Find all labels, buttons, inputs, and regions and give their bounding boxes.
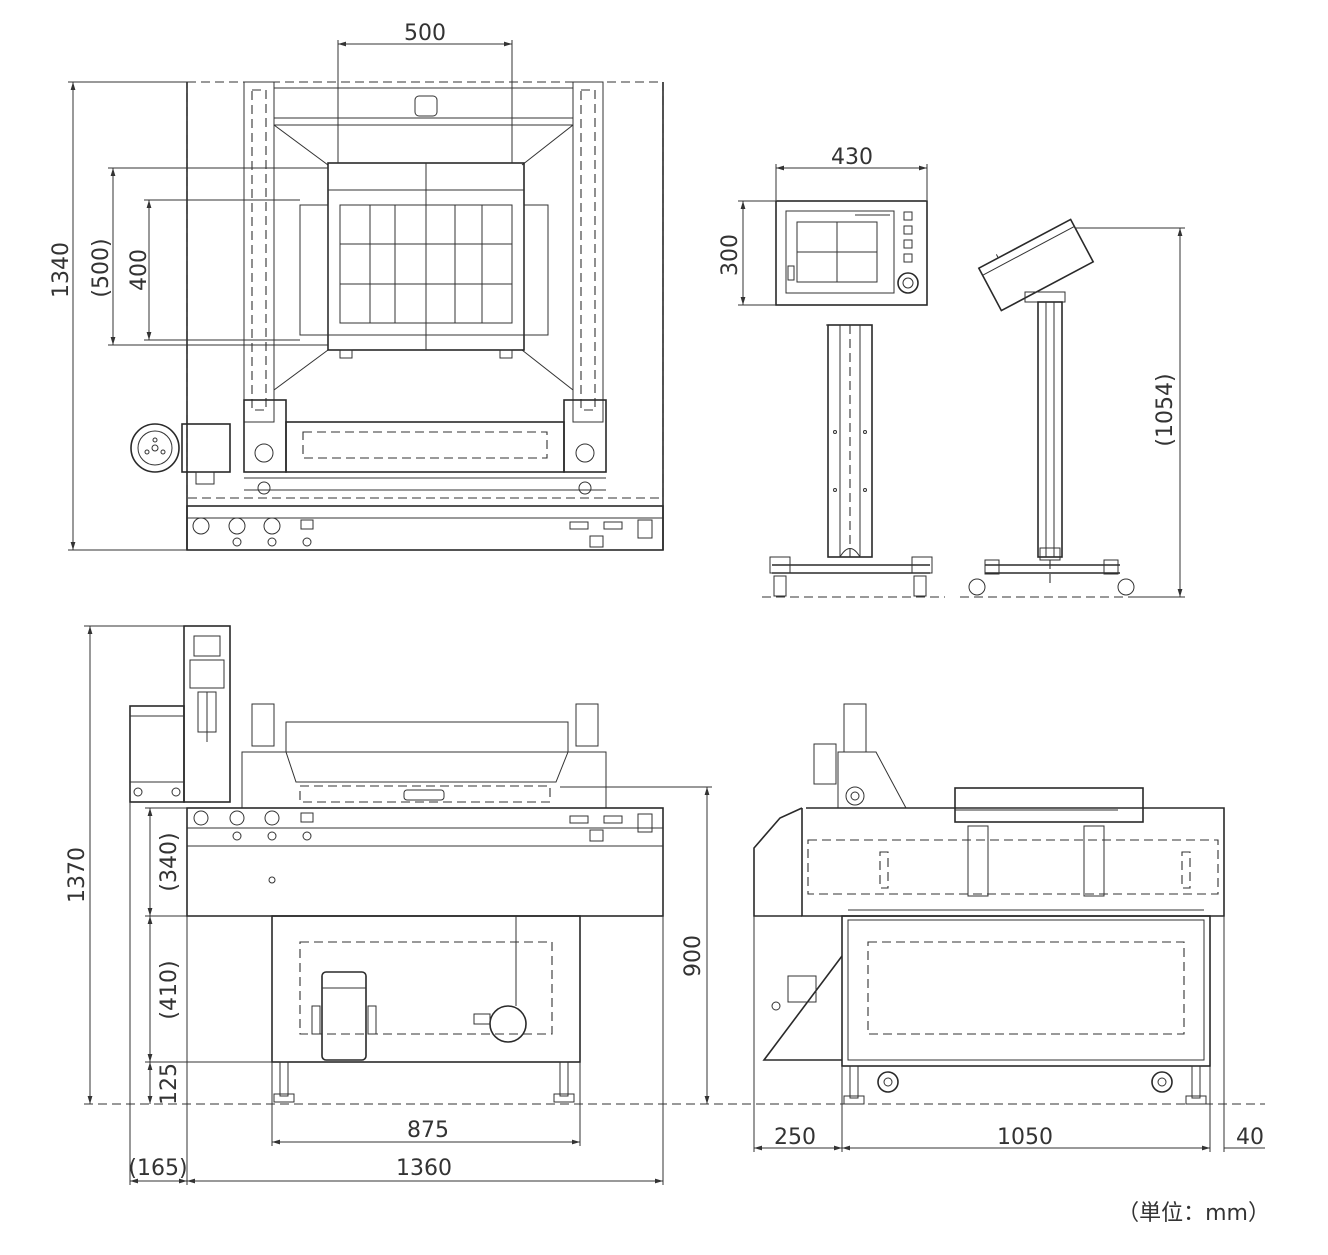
dim-top-width: 500 — [404, 21, 446, 46]
front-view — [129, 625, 664, 1103]
dim-front-overhang: (165) — [128, 1156, 187, 1181]
dim-front-900: 900 — [681, 935, 706, 977]
front-view-dimensions: 1370 (340) (410) 125 900 875 (165) 1360 — [65, 625, 1265, 1185]
dim-panel-width: 430 — [831, 145, 873, 170]
tray-grid — [339, 204, 513, 324]
unit-note: （単位：mm） — [1117, 1201, 1270, 1226]
dim-front-base-width: 875 — [407, 1118, 449, 1143]
dim-stand-height: (1054) — [1153, 373, 1178, 446]
top-view — [130, 81, 664, 551]
dim-top-inner: 400 — [127, 249, 152, 291]
control-panel-side — [960, 218, 1150, 598]
dim-top-height: 1340 — [49, 242, 74, 298]
dim-side-left: 250 — [774, 1125, 816, 1150]
control-panel-front — [762, 200, 945, 598]
side-view — [753, 703, 1225, 1105]
dim-side-right: 40 — [1236, 1125, 1264, 1150]
dim-front-lower: 125 — [157, 1063, 182, 1105]
control-panel-dimensions: 430 300 — [718, 145, 928, 306]
dim-front-height: 1370 — [65, 847, 90, 903]
dim-front-width: 1360 — [396, 1156, 452, 1181]
dim-panel-height: 300 — [718, 234, 743, 276]
top-view-dimensions: 500 1340 (500) 400 — [49, 21, 513, 551]
dim-side-depth: 1050 — [997, 1125, 1053, 1150]
stand-height-dimension: (1054) — [1075, 227, 1185, 598]
dim-front-upper: (340) — [157, 832, 182, 891]
dim-front-middle: (410) — [157, 960, 182, 1019]
dim-top-inner-paren: (500) — [89, 238, 114, 297]
side-view-dimensions: 250 1050 40 — [753, 916, 1265, 1152]
